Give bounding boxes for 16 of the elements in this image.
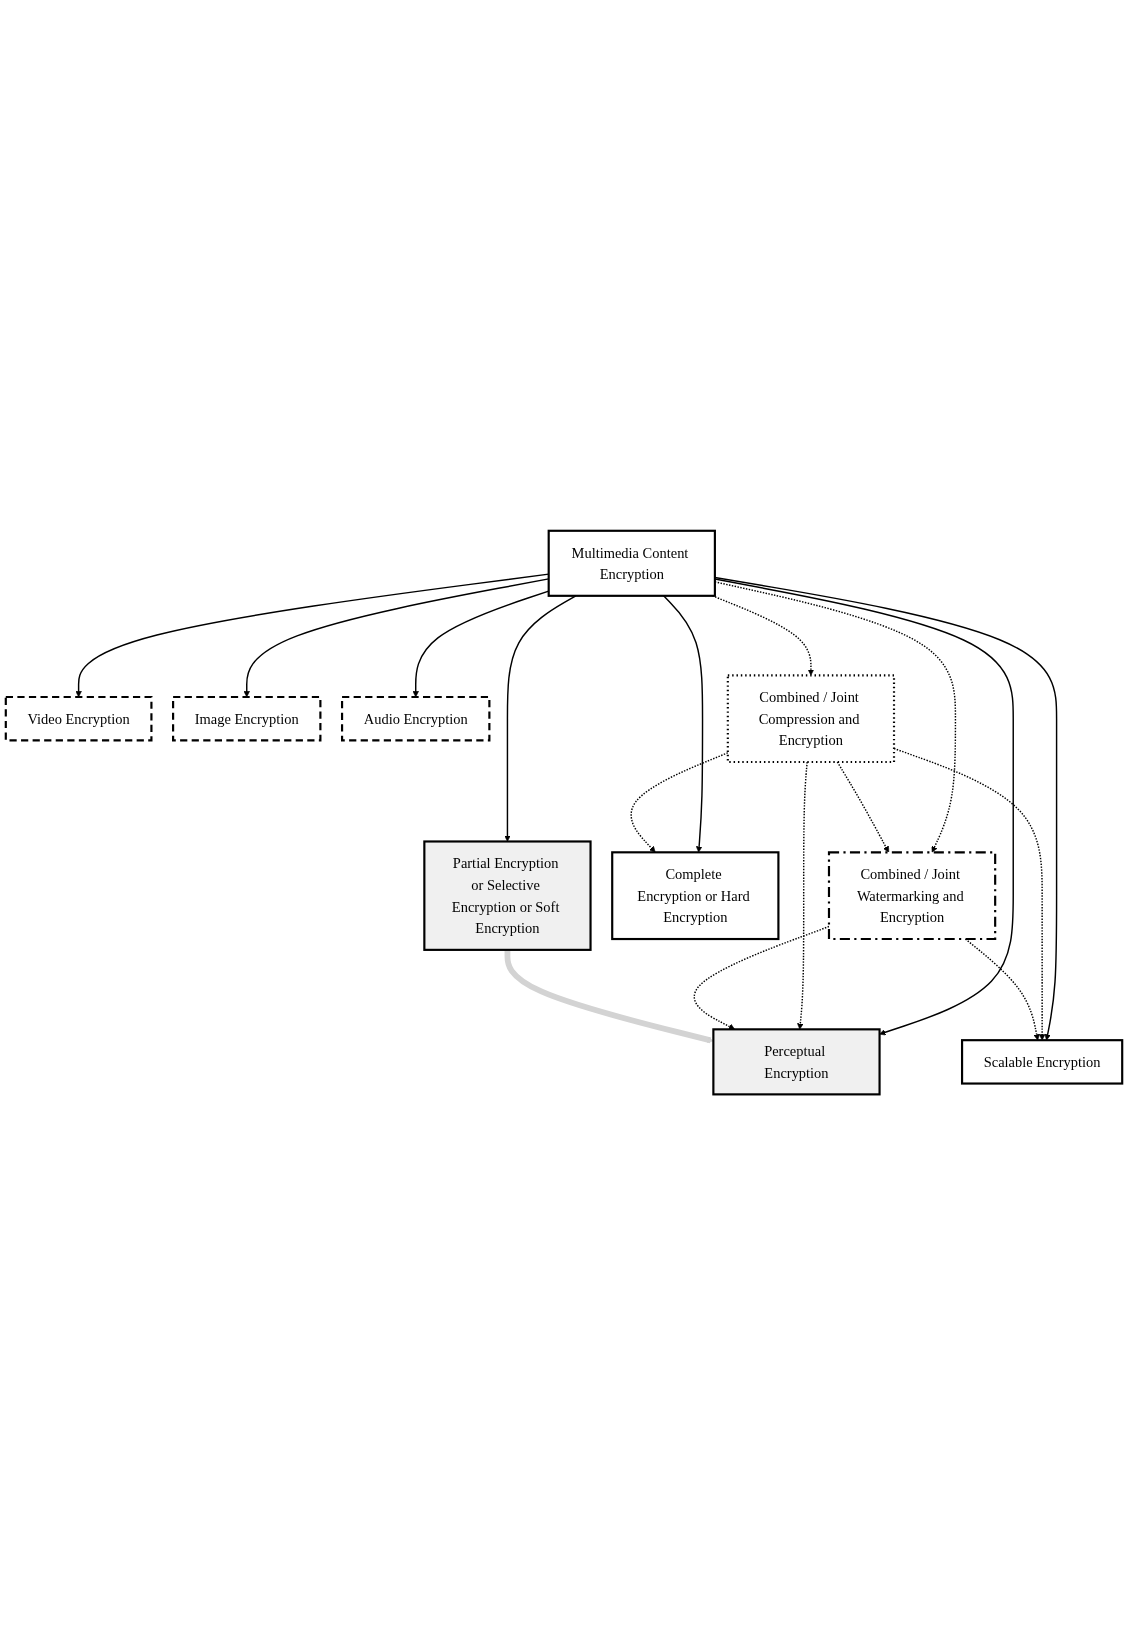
arrow <box>504 595 577 842</box>
node-box: Complete Encryption or Hard Encryption <box>611 851 780 941</box>
node-box: Image Encryption <box>172 695 322 742</box>
node-box: Combined / Joint Compression and Encryption <box>726 674 896 763</box>
node-box: Perceptual Encryption <box>712 1028 881 1096</box>
node-box: Partial Encryption or Selective Encryption or Soft Encryption <box>423 840 592 951</box>
node-box: Combined / Joint Watermarking and Encryption <box>827 851 997 941</box>
arrow <box>964 938 1040 1041</box>
arrow <box>797 761 808 1030</box>
arrow <box>662 595 704 853</box>
arrow <box>836 761 889 853</box>
node-box: Video Encryption <box>4 695 153 742</box>
arrow <box>504 949 714 1044</box>
node-box: Audio Encryption <box>341 695 491 742</box>
node-box: Multimedia Content Encryption <box>547 529 716 597</box>
node-box: Scalable Encryption <box>961 1039 1124 1085</box>
